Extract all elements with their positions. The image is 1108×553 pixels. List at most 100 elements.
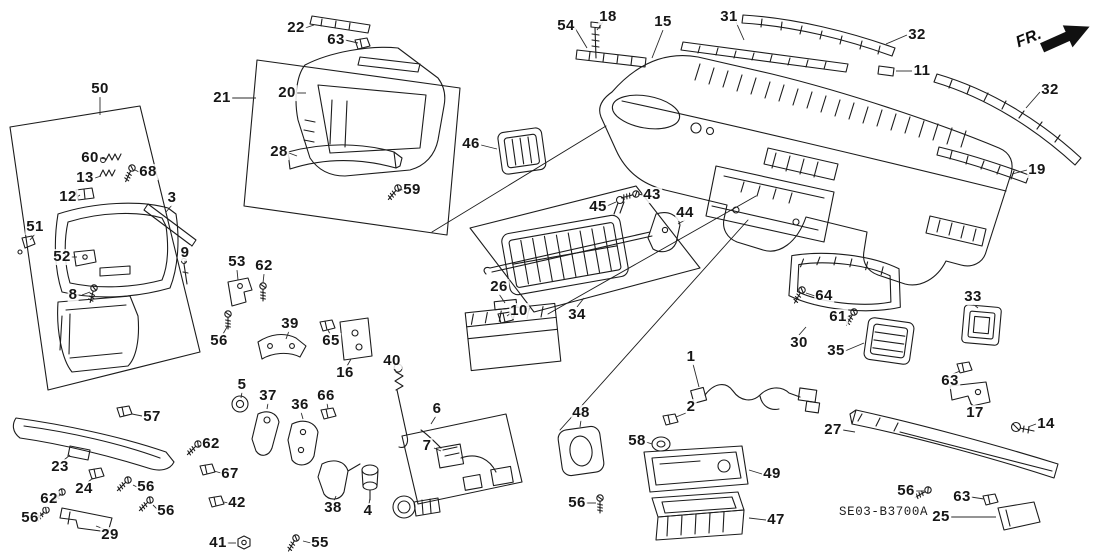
lens-28-art (287, 144, 403, 170)
part-callout-52: 52 (52, 248, 72, 266)
part-callout-66: 66 (316, 387, 336, 405)
strip-22-art (309, 15, 371, 34)
part-callout-13: 13 (75, 169, 95, 187)
part-callout-9: 9 (179, 244, 191, 262)
part-callout-62: 62 (39, 490, 59, 508)
leader-line-49 (748, 469, 763, 475)
part-callout-28: 28 (269, 143, 289, 161)
leader-line-1 (692, 363, 700, 388)
clip-2-art (662, 413, 679, 426)
lighter-harness-box (401, 413, 523, 505)
leader-line-37 (266, 402, 269, 410)
part-callout-57: 57 (142, 408, 162, 426)
part-11-art (877, 65, 895, 77)
part-callout-56: 56 (209, 332, 229, 350)
clip-65-art (319, 319, 336, 332)
leader-line-58 (645, 441, 653, 445)
screw-56c-art (136, 494, 156, 514)
part-callout-5: 5 (236, 376, 248, 394)
screw-56b-art (114, 474, 134, 494)
part-callout-63: 63 (326, 31, 346, 49)
leader-line-34 (576, 297, 585, 308)
visor-group-box (243, 59, 461, 236)
part-callout-64: 64 (814, 287, 834, 305)
part-callout-65: 65 (321, 332, 341, 350)
leader-line-55 (302, 540, 312, 544)
part-callout-34: 34 (567, 306, 587, 324)
part-callout-62: 62 (254, 257, 274, 275)
leader-line-67 (213, 470, 222, 474)
lighter-socket-art (392, 495, 441, 519)
plate-16-art (339, 317, 373, 361)
clip-24-art (88, 467, 105, 480)
part-callout-37: 37 (258, 387, 278, 405)
leader-line-62 (262, 273, 265, 284)
part-callout-63: 63 (940, 372, 960, 390)
part-callout-40: 40 (382, 352, 402, 370)
leader-line-53 (236, 269, 239, 281)
nut-41-art (237, 535, 251, 550)
part-callout-27: 27 (823, 421, 843, 439)
part-callout-48: 48 (571, 404, 591, 422)
wire-harness-art (690, 384, 821, 414)
leader-line-8 (81, 291, 91, 296)
leader-line-5 (240, 391, 243, 399)
clip-45-art (613, 195, 625, 215)
part-callout-8: 8 (67, 286, 79, 304)
clip-67-art (199, 463, 216, 476)
bracket-54-art (575, 49, 647, 68)
grommet-5-art (231, 395, 249, 413)
part-callout-47: 47 (766, 511, 786, 529)
part-callout-60: 60 (80, 149, 100, 167)
part-callout-26: 26 (489, 278, 509, 296)
leader-line-35 (844, 342, 865, 352)
part-callout-44: 44 (675, 204, 695, 222)
diagram-code: SE03-B3700A (839, 505, 929, 519)
tray-49-art (643, 445, 749, 493)
part-callout-12: 12 (58, 188, 78, 206)
bezel-48-art (557, 425, 605, 477)
leader-line-64 (805, 292, 816, 297)
leader-line-43 (637, 193, 644, 196)
part-callout-56: 56 (896, 482, 916, 500)
part-callout-33: 33 (963, 288, 983, 306)
part-callout-21: 21 (212, 89, 232, 107)
dash-inner-frame-art (705, 165, 835, 243)
bracket-29-art (59, 507, 113, 533)
trim-strip-19-art (936, 146, 1030, 184)
clip-57-art (116, 405, 133, 418)
part-callout-58: 58 (627, 432, 647, 450)
leader-line-22 (304, 24, 315, 29)
clip-42-art (208, 495, 225, 508)
part-callout-41: 41 (208, 534, 228, 552)
leader-line-4 (368, 497, 371, 505)
leader-line-66 (326, 402, 329, 410)
end-cap-25-art (997, 501, 1041, 531)
leader-line-30 (798, 326, 807, 336)
screw-56a-art (224, 310, 232, 330)
part-callout-51: 51 (25, 218, 45, 236)
leader-line-15 (651, 29, 664, 59)
part-callout-23: 23 (50, 458, 70, 476)
screw-62b-art (184, 438, 204, 458)
part-callout-36: 36 (290, 396, 310, 414)
leader-line-19 (1011, 169, 1028, 175)
bracket-36-art (287, 420, 319, 466)
center-vent-group-box (469, 185, 701, 313)
side-vent-46-art (497, 127, 547, 175)
part-callout-67: 67 (220, 465, 240, 483)
leader-lines (29, 21, 1041, 544)
leader-line-3 (165, 204, 173, 213)
lever-38-art (317, 460, 361, 500)
leader-line-16 (346, 358, 352, 367)
leader-line-60 (99, 157, 107, 160)
part-callout-16: 16 (335, 364, 355, 382)
leader-line-7 (433, 447, 442, 452)
part-callout-20: 20 (277, 84, 297, 102)
part-callout-24: 24 (74, 480, 94, 498)
part-callout-54: 54 (556, 17, 576, 35)
part-callout-56: 56 (567, 494, 587, 512)
instrument-panel-art (599, 55, 1013, 286)
leader-line-47 (748, 517, 767, 521)
screw-62a-art (259, 282, 267, 302)
